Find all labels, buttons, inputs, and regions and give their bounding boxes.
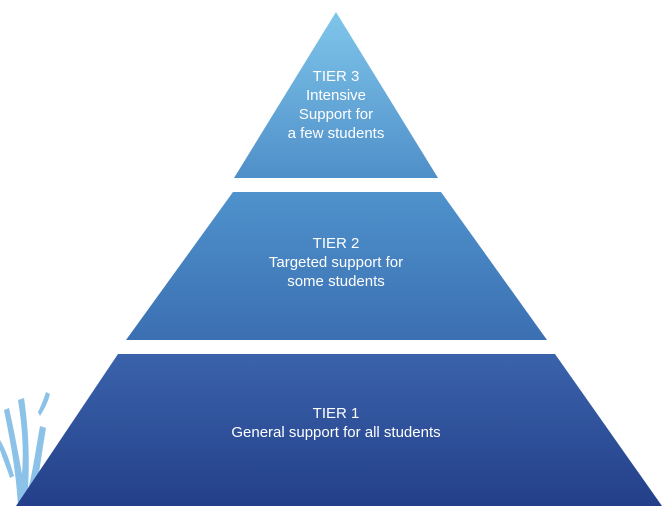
tier-1-segment: [16, 354, 662, 506]
tier-1-label: TIER 1 General support for all students: [231, 405, 441, 441]
tier-2-label: TIER 2 Targeted support for some student…: [268, 235, 404, 290]
tier-2-segment: [126, 192, 547, 340]
tier-3-segment: [234, 12, 438, 178]
tier-3-label: TIER 3 Intensive Support for a few stude…: [287, 68, 385, 142]
